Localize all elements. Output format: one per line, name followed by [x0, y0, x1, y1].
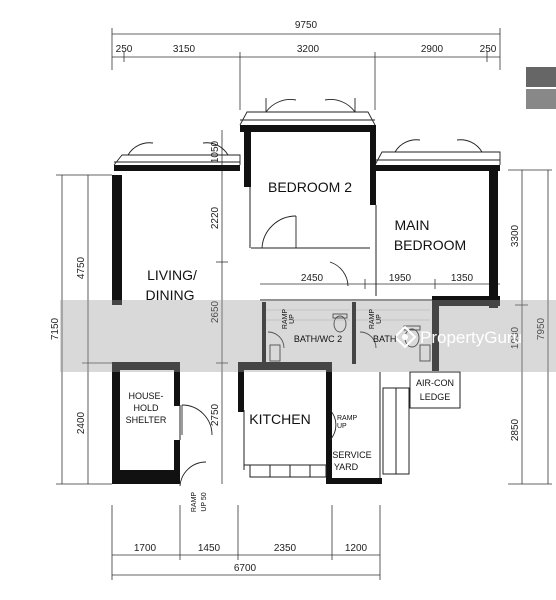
ramp-bath2-label: RAMP — [282, 309, 289, 330]
dim-mid-seg-1: 2450 — [301, 273, 324, 284]
dim-inner-lower: 2750 — [210, 403, 221, 426]
ramp-labels: RAMP UP RAMP UP RAMP UP RAMP UP 50 — [191, 309, 383, 513]
ramp-bath1-label: RAMP — [369, 309, 376, 330]
room-main-bedroom-line-1: MAIN — [395, 217, 430, 233]
ramp-bath1-up: UP — [376, 314, 383, 324]
partitions — [179, 187, 461, 478]
room-aircon-line-1: AIR-CON — [416, 378, 454, 388]
dim-bottom-seg-3: 2350 — [274, 543, 297, 554]
room-labels: BEDROOM 2 MAIN BEDROOM LIVING/ DINING HO… — [126, 179, 467, 472]
dim-bottom-seg-1: 1700 — [134, 543, 157, 554]
dim-inner-upper: 2220 — [210, 206, 221, 229]
dim-left-outer: 7150 — [50, 317, 61, 340]
room-service-line-2: YARD — [334, 462, 359, 472]
dim-bottom-seg-2: 1450 — [198, 543, 221, 554]
bath-floor-texture — [266, 309, 430, 321]
dim-window-bay: 1050 — [210, 140, 221, 163]
dim-top-seg-5: 250 — [480, 44, 497, 55]
room-main-bedroom-line-2: BEDROOM — [394, 237, 466, 253]
dim-top-total: 9750 — [295, 20, 318, 31]
room-living-line-2: DINING — [146, 287, 195, 303]
dim-bottom-seg-4: 1200 — [345, 543, 368, 554]
room-bath-1: BATH — [373, 334, 396, 344]
dim-top-seg-4: 2900 — [421, 44, 444, 55]
corner-swatch-top — [526, 67, 556, 87]
ramp-entrance-label: RAMP — [191, 492, 198, 513]
dim-mid-seg-2: 1950 — [389, 273, 412, 284]
walls — [112, 125, 500, 484]
room-bath-wc-2: BATH/WC 2 — [294, 334, 342, 344]
dim-left-lower: 2400 — [76, 411, 87, 434]
corner-swatch-bottom — [526, 89, 556, 109]
dim-inner-middle: 2650 — [210, 300, 221, 323]
room-service-line-1: SERVICE — [332, 450, 371, 460]
dim-right-bath: 1930 — [510, 326, 521, 349]
room-household-line-3: SHELTER — [126, 415, 167, 425]
ramp-entrance-up: UP 50 — [201, 492, 208, 511]
room-aircon-line-2: LEDGE — [420, 392, 451, 402]
ramp-bath2-up: UP — [289, 314, 296, 324]
room-bedroom-2: BEDROOM 2 — [268, 179, 352, 195]
ramp-kitchen-label: RAMP — [337, 415, 358, 422]
brand-name: PropertyGuru — [420, 328, 522, 347]
dim-right-upper: 3300 — [510, 224, 521, 247]
room-living-line-1: LIVING/ — [147, 267, 197, 283]
brand-logo-icon — [393, 325, 417, 349]
dim-right-outer: 7950 — [536, 317, 547, 340]
dim-top-seg-3: 3200 — [297, 44, 320, 55]
dim-mid-seg-3: 1350 — [451, 273, 474, 284]
dim-top-seg-2: 3150 — [173, 44, 196, 55]
window-bays — [113, 98, 501, 166]
dimension-labels: 9750 250 3150 3200 2900 250 1700 1450 23… — [50, 20, 547, 574]
room-kitchen: KITCHEN — [249, 411, 310, 427]
room-household-line-1: HOUSE- — [128, 391, 163, 401]
dim-right-lower: 2850 — [510, 418, 521, 441]
room-household-line-2: HOLD — [133, 403, 159, 413]
dim-top-seg-1: 250 — [116, 44, 133, 55]
sanitary-fixtures — [269, 313, 431, 362]
dim-bottom-total: 6700 — [234, 563, 257, 574]
door-swings — [179, 215, 377, 487]
ramp-kitchen-up: UP — [337, 423, 347, 430]
watermark: PropertyGuru — [393, 325, 522, 349]
watermark-band — [60, 300, 556, 372]
dim-left-upper: 4750 — [76, 256, 87, 279]
dimension-lines — [56, 28, 552, 580]
